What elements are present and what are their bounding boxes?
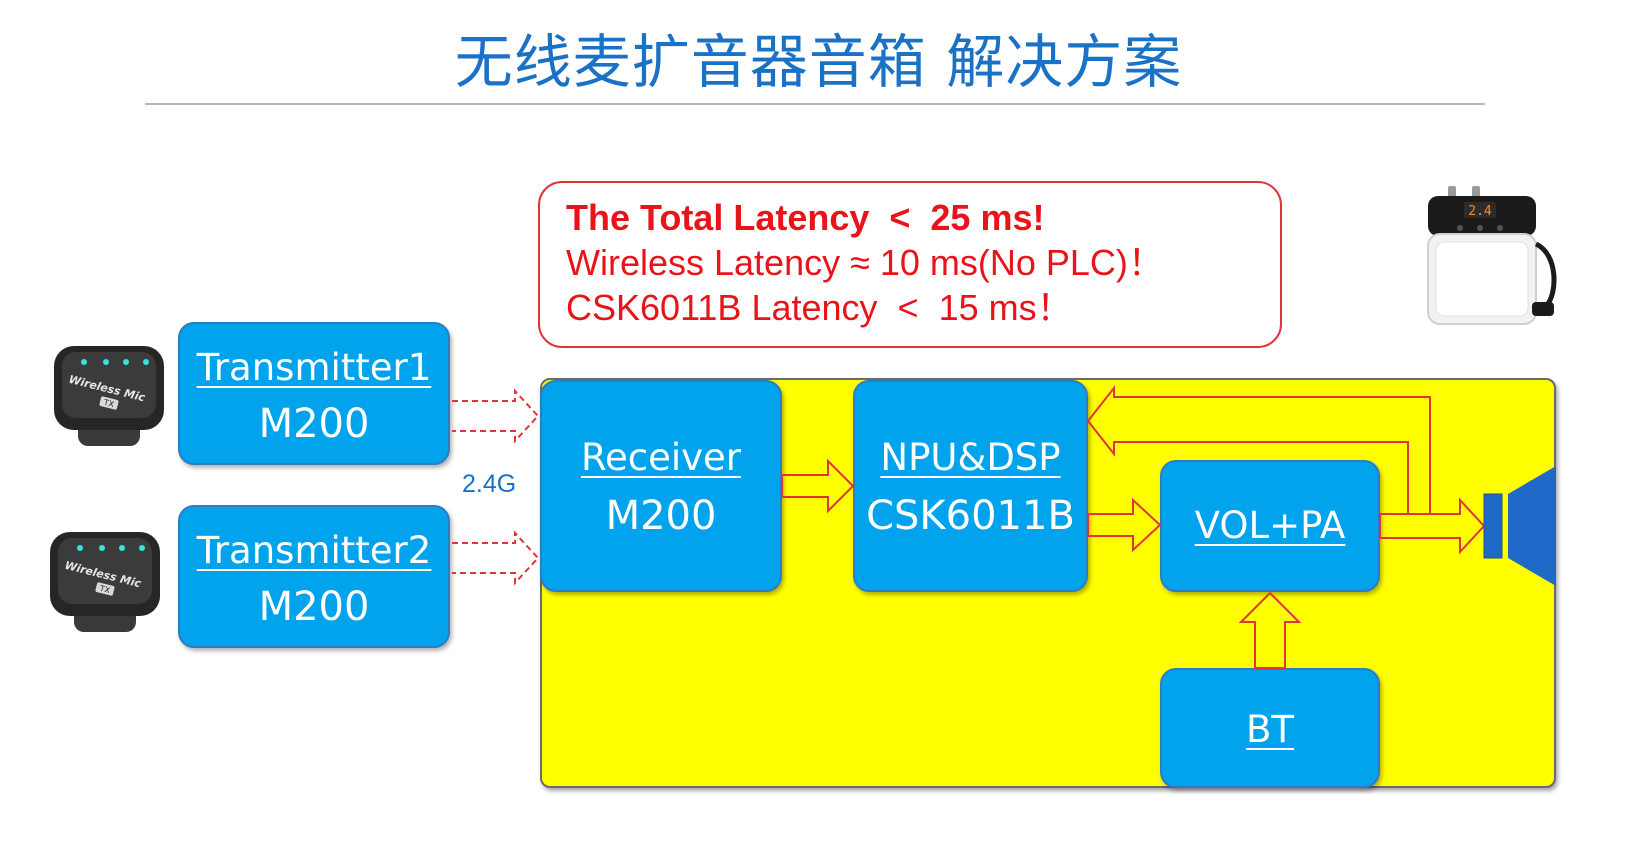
wireless-mic-device-icon: Wireless Mic TX — [54, 346, 164, 446]
npu-dsp-block: NPU&DSP CSK6011B — [853, 380, 1088, 592]
page-title: 无线麦扩音器音箱 解决方案 — [454, 28, 1183, 96]
bt-to-vol-arrow — [1238, 591, 1302, 669]
wireless-arrow — [452, 530, 540, 586]
npu-dsp-label: NPU&DSP — [880, 436, 1061, 479]
wireless-arrow — [452, 388, 540, 444]
receiver-label: Receiver — [580, 436, 742, 479]
transmitter2-block: Transmitter2 M200 — [178, 505, 450, 648]
receiver-model: M200 — [605, 493, 717, 539]
npu-dsp-model: CSK6011B — [866, 493, 1075, 539]
receiver-to-npu-arrow — [781, 458, 855, 514]
transmitter2-model: M200 — [258, 584, 370, 630]
wireless-latency-text: Wireless Latency ≈ 10 ms(No PLC)！ — [566, 242, 1164, 283]
wireless-mic-device-icon: Wireless Mic TX — [50, 532, 160, 632]
vol-pa-block: VOL+PA — [1160, 460, 1380, 592]
vol-to-speaker-arrow — [1379, 497, 1486, 555]
svg-text:2.4: 2.4 — [1468, 204, 1492, 219]
speaker-icon — [1483, 466, 1556, 586]
npu-to-vol-arrow — [1087, 497, 1162, 553]
device-badge: TX — [98, 584, 112, 596]
bt-block: BT — [1160, 668, 1380, 788]
title-divider — [145, 103, 1485, 105]
bt-label: BT — [1246, 708, 1294, 751]
transmitter1-model: M200 — [258, 401, 370, 447]
transmitter1-block: Transmitter1 M200 — [178, 322, 450, 465]
transmitter1-label: Transmitter1 — [196, 346, 432, 389]
receiver-block: Receiver M200 — [540, 380, 782, 592]
feedback-arrow — [1086, 385, 1431, 514]
device-badge: TX — [102, 398, 116, 410]
latency-callout: The Total Latency < 25 ms! Wireless Late… — [538, 181, 1282, 348]
transmitter2-label: Transmitter2 — [196, 529, 432, 572]
chip-latency-text: CSK6011B Latency < 15 ms！ — [566, 287, 1073, 328]
loudspeaker-icon: 2.4 — [1427, 186, 1557, 325]
link-2-4g-label: 2.4G — [462, 470, 517, 498]
total-latency-text: The Total Latency < 25 ms! — [566, 197, 1045, 238]
vol-pa-label: VOL+PA — [1194, 504, 1346, 547]
